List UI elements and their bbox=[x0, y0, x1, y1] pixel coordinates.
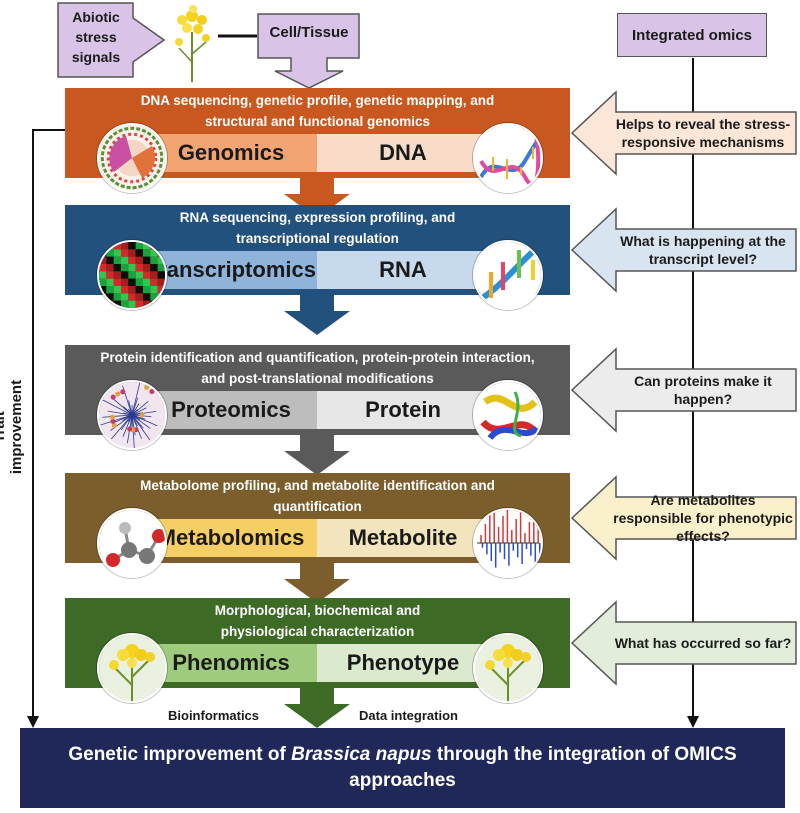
layer-description-line1: RNA sequencing, expression profiling, an… bbox=[179, 210, 456, 225]
bioinformatics-label: Bioinformatics bbox=[168, 708, 260, 723]
integrated-omics-box: Integrated omics bbox=[617, 13, 767, 57]
layer-description-line2: quantification bbox=[273, 499, 362, 514]
flow-down-arrow bbox=[284, 688, 350, 728]
molecule-type-label: RNA bbox=[317, 251, 489, 289]
question-text: Helps to reveal the stress-responsive me… bbox=[615, 116, 791, 150]
question-text: Can proteins make it happen? bbox=[634, 373, 772, 407]
heatmap-icon bbox=[97, 240, 167, 310]
flow-down-arrow bbox=[284, 178, 350, 218]
interaction-network-icon bbox=[97, 380, 167, 450]
layer-description-line2: physiological characterization bbox=[220, 624, 415, 639]
layer-description-line1: DNA sequencing, genetic profile, genetic… bbox=[140, 93, 495, 108]
omics-type-label: Genomics bbox=[145, 134, 317, 172]
canola-plant-icon bbox=[473, 633, 543, 703]
flow-down-arrow bbox=[284, 295, 350, 335]
question-arrow bbox=[570, 90, 797, 176]
question-arrow bbox=[570, 347, 797, 433]
molecule-type-label: DNA bbox=[317, 134, 489, 172]
flow-down-arrow bbox=[284, 435, 350, 475]
integrated-omics-label: Integrated omics bbox=[631, 26, 753, 44]
question-text: What is happening at the transcript leve… bbox=[620, 233, 786, 267]
omics-type-label: Transcriptomics bbox=[145, 251, 317, 289]
final-outcome-box: Genetic improvement of Brassica napus th… bbox=[20, 728, 785, 808]
abiotic-stress-label: Abiotic stress signals bbox=[71, 9, 121, 65]
dna-helix-icon bbox=[473, 123, 543, 193]
mass-spectrum-icon bbox=[473, 508, 543, 578]
cell-tissue-label: Cell/Tissue bbox=[269, 24, 349, 41]
circular-genome-map-icon bbox=[97, 123, 167, 193]
omics-type-label: Metabolomics bbox=[145, 519, 317, 557]
molecule-icon bbox=[97, 508, 167, 578]
layer-description-line1: Metabolome profiling, and metabolite ide… bbox=[140, 478, 495, 493]
question-arrow bbox=[570, 475, 797, 561]
omics-type-label: Proteomics bbox=[145, 391, 317, 429]
question-text: Are metabolites responsible for phenotyp… bbox=[613, 492, 793, 544]
final-text-start: Genetic improvement of bbox=[68, 744, 292, 765]
final-text-species: Brassica napus bbox=[291, 744, 432, 765]
data-integration-label: Data integration bbox=[359, 708, 458, 723]
layer-description-line1: Morphological, biochemical and bbox=[214, 603, 421, 618]
final-text-end: through the integration of OMICS approac… bbox=[349, 744, 737, 791]
molecule-type-label: Protein bbox=[317, 391, 489, 429]
question-text: What has occurred so far? bbox=[614, 635, 792, 651]
layer-description-line2: transcriptional regulation bbox=[236, 231, 399, 246]
molecule-type-label: Metabolite bbox=[317, 519, 489, 557]
cell-tissue-callout bbox=[257, 13, 360, 89]
integrated-omics-arrowhead bbox=[687, 716, 699, 728]
layer-description-line1: Protein identification and quantificatio… bbox=[100, 350, 535, 365]
canola-plant-icon bbox=[97, 633, 167, 703]
flow-down-arrow bbox=[284, 563, 350, 603]
question-arrow bbox=[570, 600, 797, 686]
question-arrow bbox=[570, 207, 797, 293]
layer-description-line2: structural and functional genomics bbox=[204, 114, 431, 129]
layer-description-line2: and post-translational modifications bbox=[201, 371, 434, 386]
canola-flower-icon bbox=[175, 5, 210, 82]
trait-improvement-line bbox=[32, 129, 65, 718]
trait-improvement-arrowhead bbox=[27, 716, 39, 728]
abiotic-stress-callout bbox=[57, 2, 166, 78]
rna-strand-icon bbox=[473, 240, 543, 310]
omics-type-label: Phenomics bbox=[145, 644, 317, 682]
trait-improvement-label: Trait improvement bbox=[0, 379, 25, 475]
molecule-type-label: Phenotype bbox=[317, 644, 489, 682]
protein-structure-icon bbox=[473, 380, 543, 450]
